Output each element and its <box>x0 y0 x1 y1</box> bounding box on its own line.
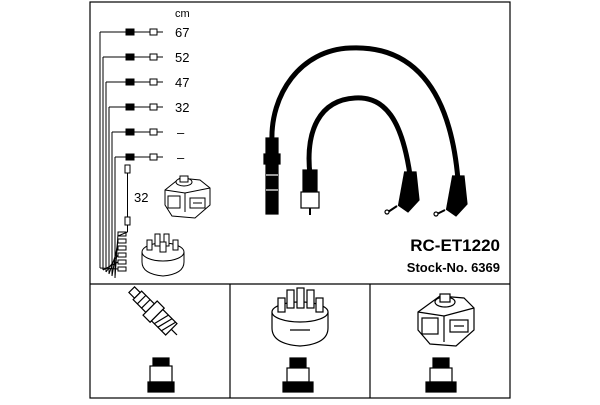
outer-frame <box>89 1 511 399</box>
ignition-coil-icon <box>164 175 211 219</box>
length-label-4: 32 <box>175 100 189 115</box>
distributor-cap-large-icon <box>271 287 329 347</box>
lead-row-5 <box>111 128 163 276</box>
length-legend <box>99 28 163 279</box>
length-label-2: 52 <box>175 50 189 65</box>
coil-terminal-icon <box>425 357 457 393</box>
lead-row-1 <box>99 28 163 268</box>
ignition-leads-drawing <box>263 45 468 217</box>
distributor-cap-icon <box>141 233 185 277</box>
length-label-3: 47 <box>175 75 189 90</box>
spark-plug-icon <box>128 286 178 336</box>
length-unit: cm <box>175 8 190 20</box>
length-label-1: 67 <box>175 25 189 40</box>
length-label-6: – <box>177 150 185 165</box>
short-ignition-lead <box>306 95 413 178</box>
lead-row-4 <box>108 103 163 274</box>
product-model: RC-ET1220 <box>410 236 500 255</box>
spark-plug-boot-short <box>300 169 320 215</box>
angled-connector-1 <box>384 171 420 215</box>
plug-terminal-icon <box>147 357 175 393</box>
length-label-5: – <box>177 125 185 140</box>
legend-terminals <box>99 231 127 279</box>
angled-connector-2 <box>433 175 468 217</box>
lead-row-2 <box>102 53 163 270</box>
distributor-terminal-icon <box>282 357 314 393</box>
lead-row-3 <box>105 78 163 272</box>
coil-lead-length-label: 32 <box>134 190 148 205</box>
ignition-coil-large-icon <box>417 293 475 347</box>
long-ignition-lead <box>269 45 461 183</box>
stock-number: Stock-No. 6369 <box>407 260 500 275</box>
coil-lead <box>117 164 131 237</box>
spark-plug-boot-long <box>263 137 281 215</box>
